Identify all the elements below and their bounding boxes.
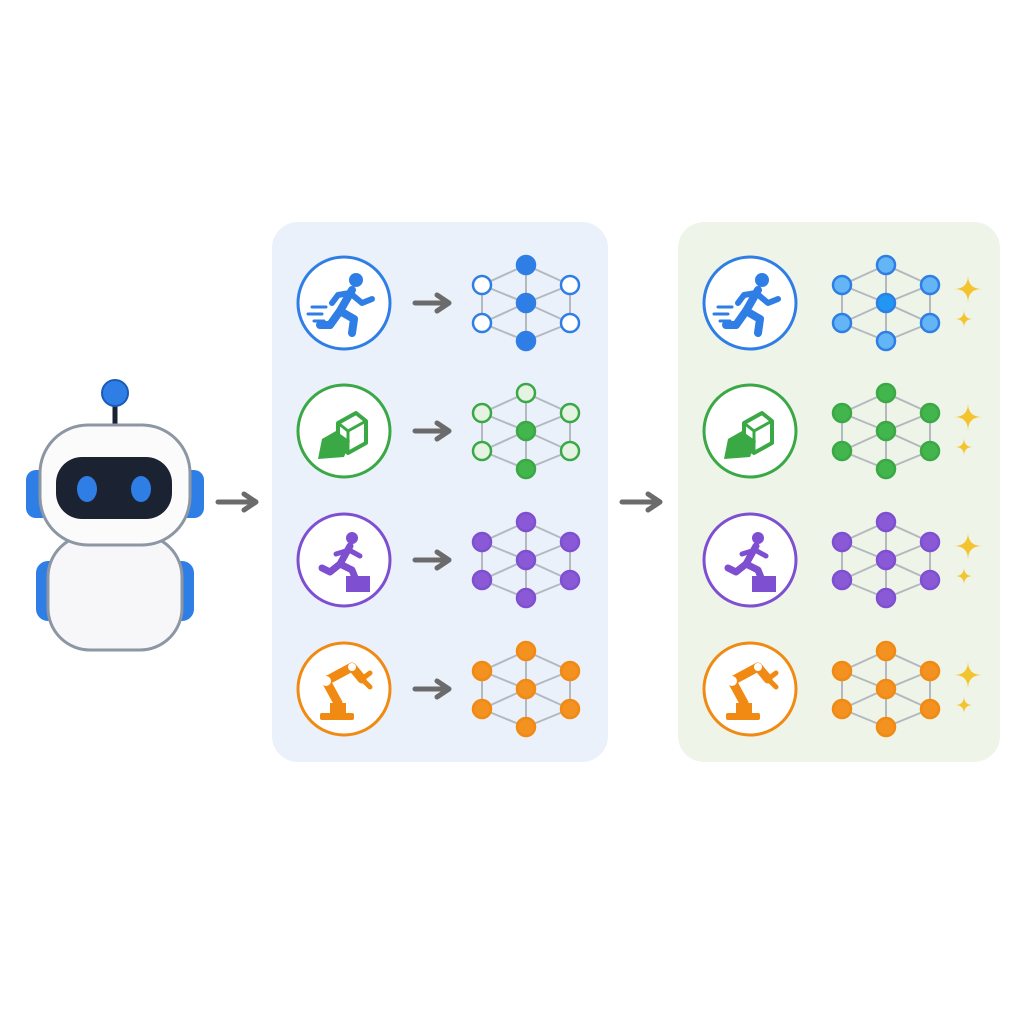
graph-node — [559, 698, 581, 720]
network-graph-icon — [831, 640, 941, 738]
graph-node — [831, 698, 853, 720]
arrow-right-icon — [412, 292, 452, 314]
box-lifting-icon — [702, 383, 798, 479]
network-graph-icon — [831, 511, 941, 609]
graph-node — [875, 330, 897, 352]
graph-node — [831, 274, 853, 296]
arrow-right-icon — [619, 491, 663, 513]
sparkle-icon — [954, 532, 982, 585]
graph-node — [919, 274, 941, 296]
arrow-right-icon — [412, 678, 452, 700]
graph-node — [875, 678, 897, 700]
sparkle-icon — [954, 275, 982, 328]
network-graph-icon — [471, 382, 581, 480]
running-person-icon — [702, 255, 798, 351]
graph-node — [875, 716, 897, 738]
arrow-right-icon — [215, 491, 259, 513]
graph-node — [831, 312, 853, 334]
graph-node — [875, 549, 897, 571]
graph-node — [875, 458, 897, 480]
graph-node — [559, 274, 581, 296]
graph-node — [919, 660, 941, 682]
graph-node — [919, 531, 941, 553]
network-graph-icon — [471, 640, 581, 738]
graph-node — [875, 382, 897, 404]
sparkle-icon — [954, 661, 982, 714]
graph-node — [515, 587, 537, 609]
graph-node — [515, 716, 537, 738]
graph-node — [875, 587, 897, 609]
arrow-right-icon — [412, 420, 452, 442]
graph-node — [515, 511, 537, 533]
graph-node — [919, 402, 941, 424]
graph-node — [875, 420, 897, 442]
graph-node — [919, 698, 941, 720]
robotic-arm-icon — [296, 641, 392, 737]
graph-node — [875, 511, 897, 533]
graph-node — [919, 440, 941, 462]
graph-node — [471, 440, 493, 462]
running-person-icon — [296, 255, 392, 351]
network-graph-icon — [831, 254, 941, 352]
graph-node — [471, 660, 493, 682]
graph-node — [515, 382, 537, 404]
graph-node — [559, 660, 581, 682]
graph-node — [515, 678, 537, 700]
graph-node — [875, 254, 897, 276]
graph-node — [471, 312, 493, 334]
graph-node — [831, 402, 853, 424]
graph-node — [559, 569, 581, 591]
arrow-right-icon — [412, 549, 452, 571]
robot-icon — [26, 379, 204, 652]
graph-node — [471, 531, 493, 553]
graph-node — [471, 698, 493, 720]
sparkle-icon — [954, 403, 982, 456]
graph-node — [515, 330, 537, 352]
graph-node — [515, 640, 537, 662]
network-graph-icon — [471, 254, 581, 352]
graph-node — [831, 531, 853, 553]
graph-node — [515, 254, 537, 276]
graph-node — [875, 640, 897, 662]
graph-node — [831, 440, 853, 462]
graph-node — [515, 549, 537, 571]
graph-node — [559, 440, 581, 462]
graph-node — [559, 402, 581, 424]
graph-node — [515, 420, 537, 442]
box-lifting-icon — [296, 383, 392, 479]
network-graph-icon — [471, 511, 581, 609]
step-up-person-icon — [296, 512, 392, 608]
graph-node — [875, 292, 897, 314]
graph-node — [515, 292, 537, 314]
graph-node — [559, 312, 581, 334]
graph-node — [471, 402, 493, 424]
network-graph-icon — [831, 382, 941, 480]
step-up-person-icon — [702, 512, 798, 608]
robotic-arm-icon — [702, 641, 798, 737]
graph-node — [471, 569, 493, 591]
graph-node — [559, 531, 581, 553]
graph-node — [831, 660, 853, 682]
graph-node — [471, 274, 493, 296]
graph-node — [919, 312, 941, 334]
graph-node — [919, 569, 941, 591]
graph-node — [831, 569, 853, 591]
graph-node — [515, 458, 537, 480]
